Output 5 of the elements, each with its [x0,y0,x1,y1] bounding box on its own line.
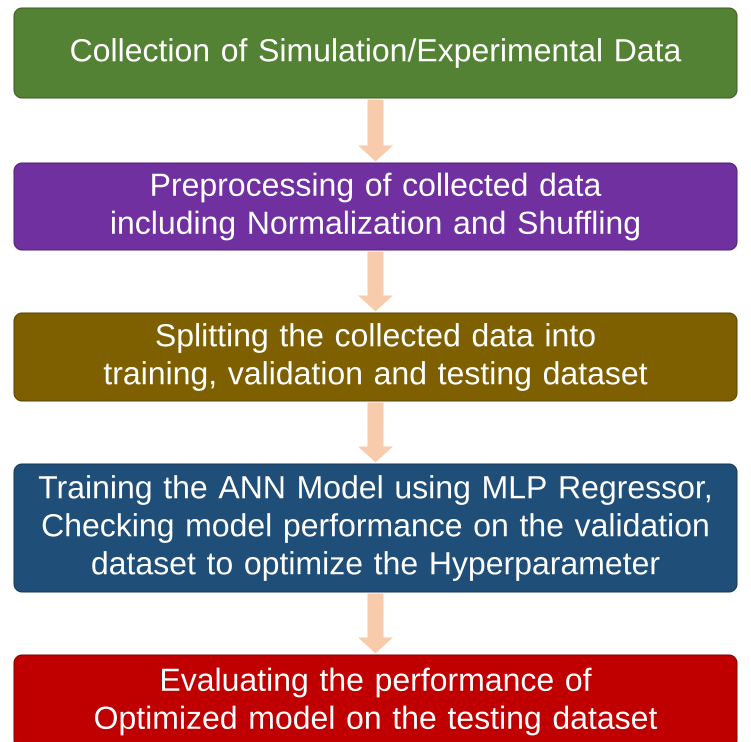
process-box: Training the ANN Model using MLP Regressor, Checking model performance on the validation dataset to optimize the Hyperparameter [14,464,738,592]
process-box: Evaluating the performance of Optimized model on the testing dataset [14,654,738,742]
process-box: Splitting the collected data into training, validation and testing dataset [14,312,738,402]
process-box: Preprocessing of collected data including Normalization and Shuffling [14,162,738,250]
process-box: Collection of Simulation/Experimental Data [14,8,738,98]
